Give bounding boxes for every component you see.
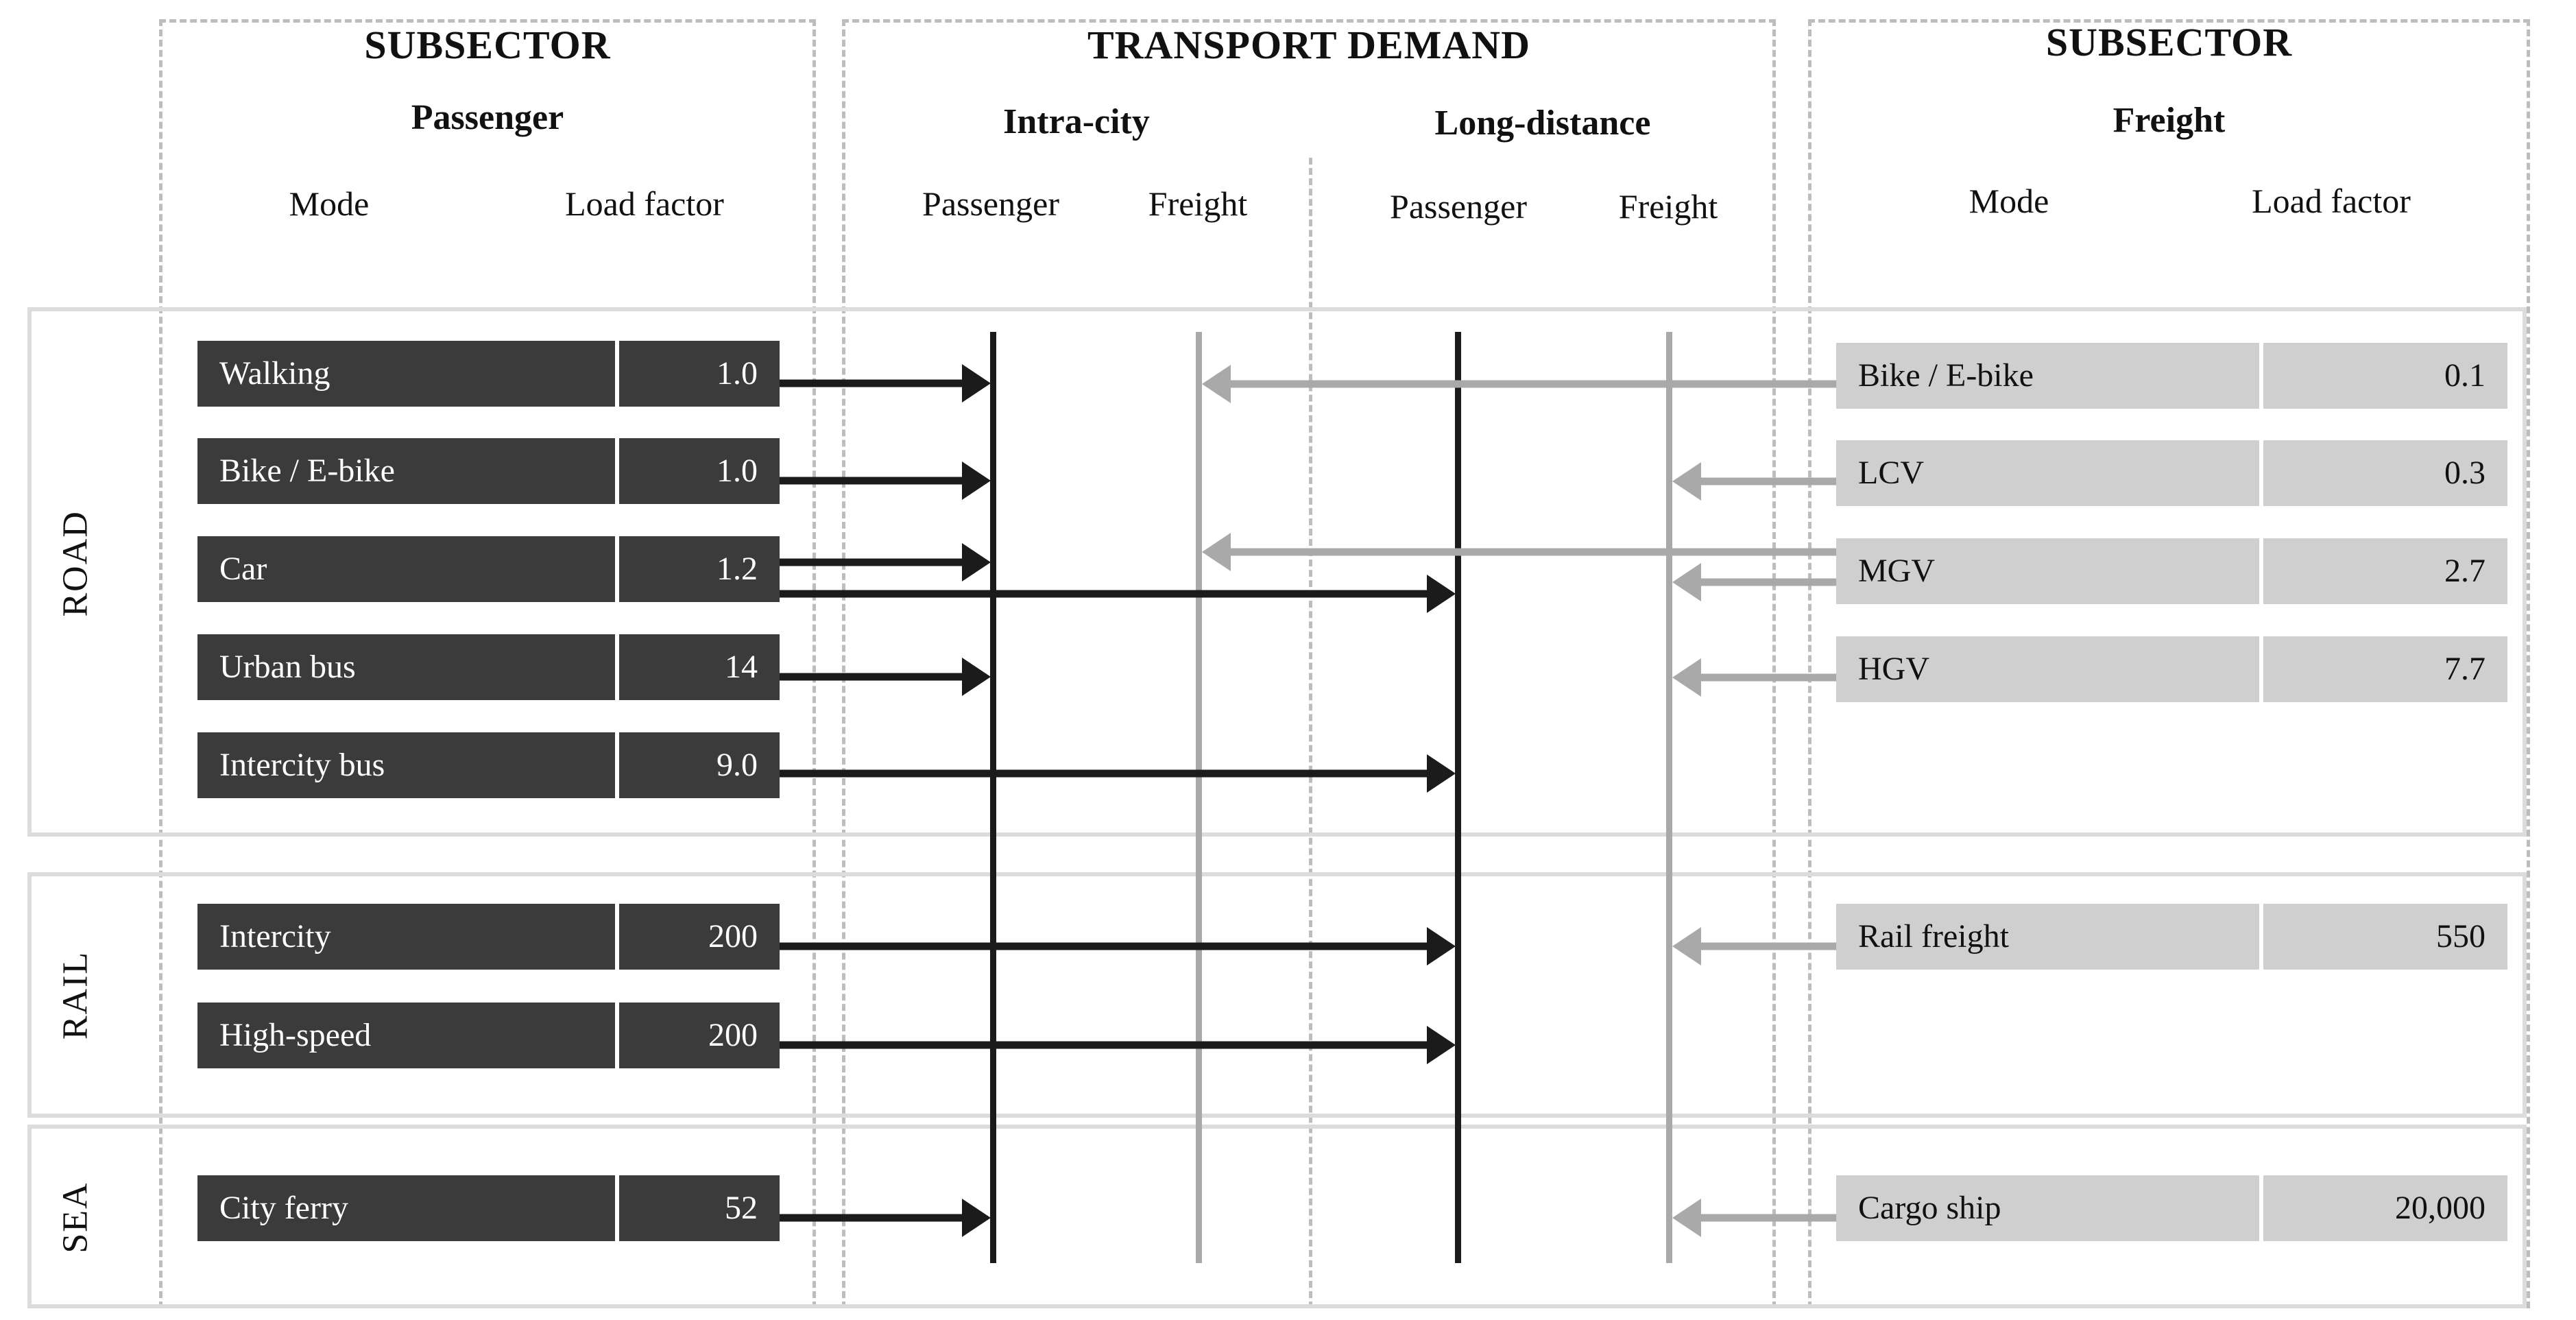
passenger-load-factor[interactable]: 200: [619, 904, 780, 970]
freight-load-factor[interactable]: 550: [2263, 904, 2507, 970]
center-group-label-longdistance: Long-distance: [1434, 104, 1651, 143]
passenger-load-factor[interactable]: 200: [619, 1003, 780, 1068]
sector-box-road: [27, 307, 2527, 837]
demand-axis-intracity-freight: [1196, 332, 1202, 1263]
center-axis-header-longdistance-freight: Freight: [1618, 187, 1718, 226]
passenger-load-factor[interactable]: 1.0: [619, 438, 780, 504]
sector-box-sea: [27, 1125, 2527, 1308]
left-column-header-mode: Mode: [289, 184, 370, 223]
center-axis-header-intracity-freight: Freight: [1148, 184, 1248, 223]
freight-load-factor[interactable]: 0.1: [2263, 343, 2507, 409]
passenger-mode-name[interactable]: Urban bus: [197, 634, 615, 700]
freight-mode-name[interactable]: Bike / E-bike: [1836, 343, 2259, 409]
center-axis-header-longdistance-passenger: Passenger: [1390, 187, 1527, 226]
sector-box-rail: [27, 872, 2527, 1118]
passenger-mode-name[interactable]: Car: [197, 536, 615, 602]
center-panel-title: TRANSPORT DEMAND: [1087, 23, 1531, 67]
left-column-header-loadfactor: Load factor: [565, 184, 724, 223]
passenger-mode-name[interactable]: High-speed: [197, 1003, 615, 1068]
demand-axis-longdistance-freight: [1666, 332, 1672, 1263]
freight-mode-name[interactable]: HGV: [1836, 636, 2259, 702]
right-column-header-loadfactor: Load factor: [2252, 182, 2411, 220]
passenger-mode-name[interactable]: City ferry: [197, 1175, 615, 1241]
passenger-load-factor[interactable]: 9.0: [619, 732, 780, 798]
right-panel-title: SUBSECTOR: [2045, 20, 2293, 64]
freight-load-factor[interactable]: 0.3: [2263, 440, 2507, 506]
sector-label-rail: RAIL: [56, 950, 95, 1040]
demand-axis-longdistance-passenger: [1455, 332, 1461, 1263]
freight-mode-name[interactable]: MGV: [1836, 538, 2259, 604]
center-group-label-intracity: Intra-city: [1003, 102, 1150, 141]
demand-axis-intracity-passenger: [990, 332, 996, 1263]
passenger-mode-name[interactable]: Intercity bus: [197, 732, 615, 798]
freight-load-factor[interactable]: 2.7: [2263, 538, 2507, 604]
right-panel-subtitle: Freight: [2112, 101, 2226, 140]
right-column-header-mode: Mode: [1969, 182, 2049, 220]
freight-mode-name[interactable]: LCV: [1836, 440, 2259, 506]
passenger-load-factor[interactable]: 1.2: [619, 536, 780, 602]
passenger-mode-name[interactable]: Bike / E-bike: [197, 438, 615, 504]
left-panel-subtitle: Passenger: [411, 98, 564, 137]
passenger-load-factor[interactable]: 52: [619, 1175, 780, 1241]
freight-load-factor[interactable]: 7.7: [2263, 636, 2507, 702]
sector-label-sea: SEA: [56, 1181, 95, 1253]
passenger-mode-name[interactable]: Intercity: [197, 904, 615, 970]
freight-load-factor[interactable]: 20,000: [2263, 1175, 2507, 1241]
center-axis-header-intracity-passenger: Passenger: [922, 184, 1059, 223]
freight-mode-name[interactable]: Rail freight: [1836, 904, 2259, 970]
passenger-load-factor[interactable]: 1.0: [619, 341, 780, 407]
passenger-load-factor[interactable]: 14: [619, 634, 780, 700]
freight-mode-name[interactable]: Cargo ship: [1836, 1175, 2259, 1241]
left-panel-title: SUBSECTOR: [364, 23, 611, 67]
passenger-mode-name[interactable]: Walking: [197, 341, 615, 407]
sector-label-road: ROAD: [56, 510, 95, 617]
